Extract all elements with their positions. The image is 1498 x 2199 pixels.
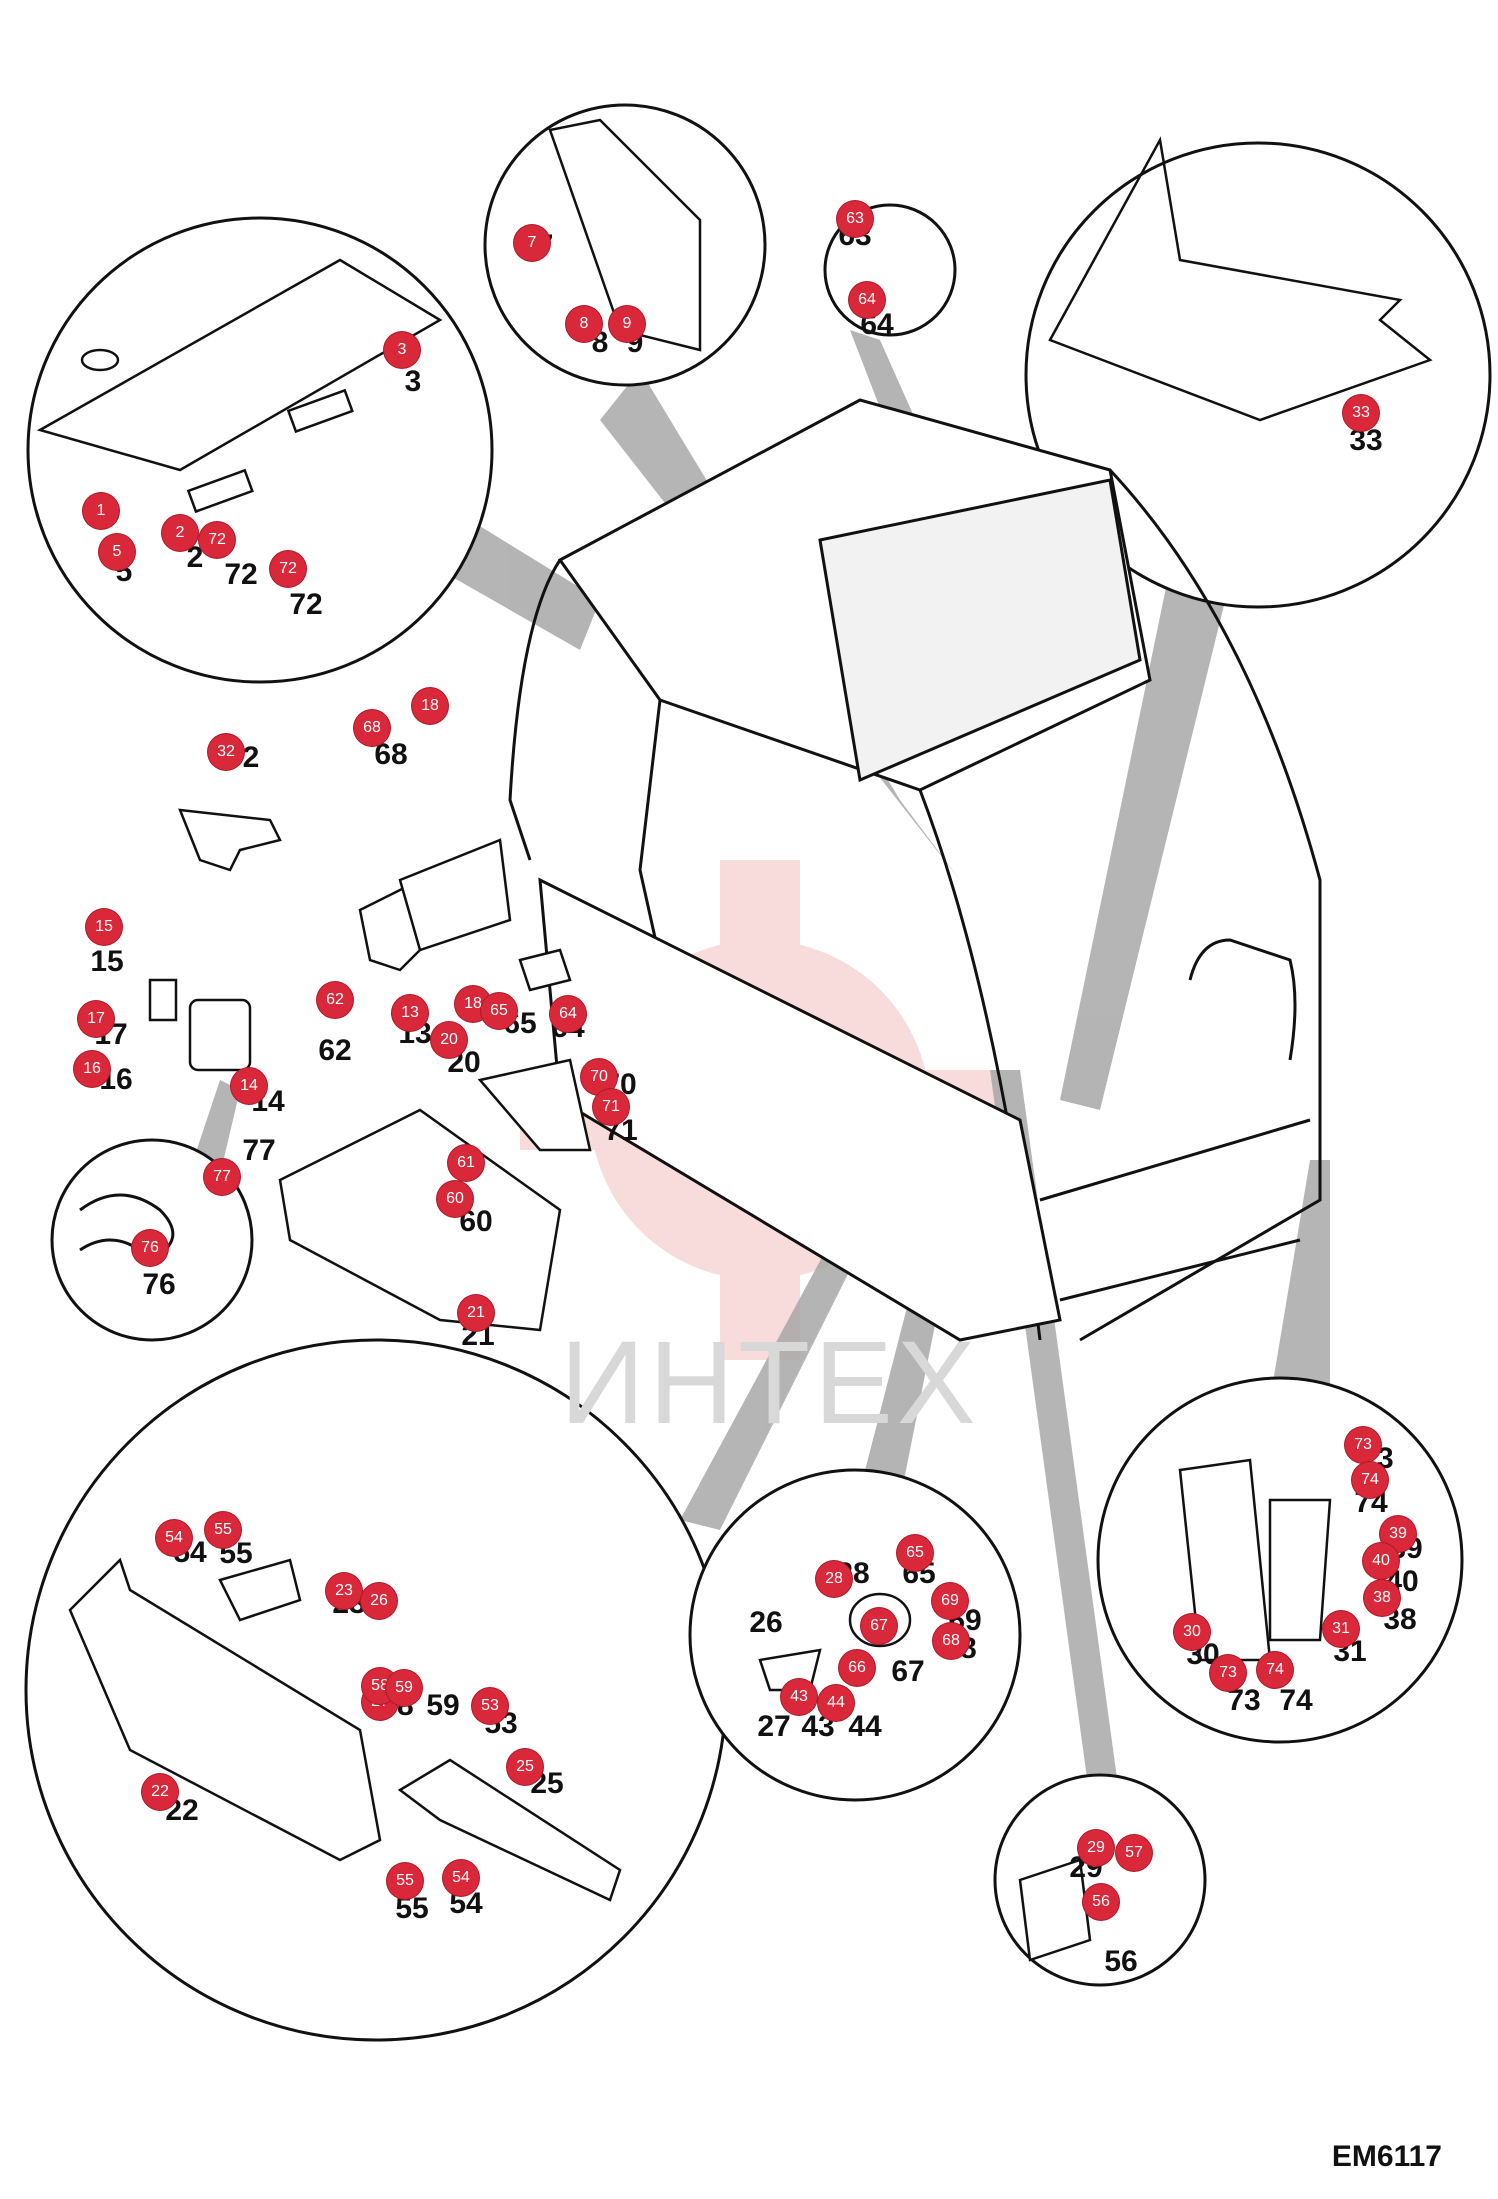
part-number-label: 72 [224,558,258,591]
part-number-label: 2 [242,741,260,774]
part-callout-1[interactable]: 1 [83,493,119,529]
part-callout-61[interactable]: 61 [448,1145,484,1181]
part-callout-21[interactable]: 21 [458,1295,494,1331]
part-callout-13[interactable]: 13 [392,995,428,1031]
part-callout-29[interactable]: 29 [1078,1830,1114,1866]
part-callout-64[interactable]: 64 [550,996,586,1032]
part-number-label: 77 [242,1134,276,1167]
cab-frame [508,398,1322,1342]
part-callout-55[interactable]: 55 [387,1863,423,1899]
part-callout-68[interactable]: 68 [354,710,390,746]
part-callout-59[interactable]: 59 [386,1670,422,1706]
part-callout-63[interactable]: 63 [837,201,873,237]
part-callout-23[interactable]: 23 [326,1573,362,1609]
watermark-text: ИНТЕХ [560,1317,980,1449]
part-callout-56[interactable]: 56 [1083,1884,1119,1920]
part-callout-30[interactable]: 30 [1174,1614,1210,1650]
part-number-label: 62 [318,1034,352,1067]
part-callout-76[interactable]: 76 [132,1230,168,1266]
part-callout-55[interactable]: 55 [205,1512,241,1548]
part-callout-17[interactable]: 17 [78,1001,114,1037]
part-callout-25[interactable]: 25 [507,1749,543,1785]
part-callout-5[interactable]: 5 [99,534,135,570]
part-callout-62[interactable]: 62 [317,982,353,1018]
part-callout-73[interactable]: 73 [1210,1655,1246,1691]
part-callout-39[interactable]: 39 [1380,1516,1416,1552]
part-callout-20[interactable]: 20 [431,1022,467,1058]
part-callout-68[interactable]: 68 [933,1623,969,1659]
part-callout-3[interactable]: 3 [384,332,420,368]
part-callout-72[interactable]: 72 [270,551,306,587]
part-callout-60[interactable]: 60 [437,1181,473,1217]
part-number-label: 44 [848,1710,882,1743]
part-callout-54[interactable]: 54 [443,1860,479,1896]
part-number-label: 59 [426,1689,460,1722]
part-callout-71[interactable]: 71 [593,1089,629,1125]
door-panel-detail [1178,1458,1332,1662]
part-callout-66[interactable]: 66 [839,1650,875,1686]
part-callout-53[interactable]: 53 [472,1688,508,1724]
part-callout-43[interactable]: 43 [781,1679,817,1715]
part-callout-32[interactable]: 32 [208,734,244,770]
loose-parts [148,808,592,1332]
roof-panel-detail [36,258,443,514]
floor-cover-detail [68,1557,622,1902]
part-callout-69[interactable]: 69 [932,1583,968,1619]
part-number-label: 76 [142,1268,176,1301]
part-callout-33[interactable]: 33 [1343,395,1379,431]
part-callout-65[interactable]: 65 [897,1535,933,1571]
part-callout-74[interactable]: 74 [1257,1652,1293,1688]
part-callout-2[interactable]: 2 [162,515,198,551]
part-callout-15[interactable]: 15 [86,909,122,945]
part-callout-54[interactable]: 54 [156,1520,192,1556]
part-number-label: 67 [891,1655,925,1688]
mat-detail [1048,136,1433,422]
part-number-label: 2 [186,541,204,574]
part-callout-67[interactable]: 67 [861,1608,897,1644]
part-number-label: 15 [90,945,124,978]
part-callout-77[interactable]: 77 [204,1159,240,1195]
part-number-label: 74 [1279,1684,1313,1717]
part-callout-57[interactable]: 57 [1116,1835,1152,1871]
side-plate-detail [548,118,702,352]
part-callout-9[interactable]: 9 [609,306,645,342]
part-number-label: 3 [404,365,422,398]
part-number-label: 27 [757,1710,791,1743]
drawing-code: EM6117 [1331,2140,1442,2173]
part-callout-64[interactable]: 64 [849,282,885,318]
bracket-detail [1018,1858,1092,1962]
part-number-label: 26 [749,1606,783,1639]
part-callout-8[interactable]: 8 [566,306,602,342]
part-callout-18[interactable]: 18 [412,688,448,724]
part-callout-73[interactable]: 73 [1345,1427,1381,1463]
part-callout-38[interactable]: 38 [1364,1580,1400,1616]
part-callout-22[interactable]: 22 [142,1774,178,1810]
part-callout-40[interactable]: 40 [1363,1543,1399,1579]
part-callout-28[interactable]: 28 [816,1561,852,1597]
part-callout-7[interactable]: 7 [514,225,550,261]
part-callout-65[interactable]: 65 [481,993,517,1029]
part-callout-16[interactable]: 16 [74,1051,110,1087]
part-callout-44[interactable]: 44 [818,1685,854,1721]
part-callout-31[interactable]: 31 [1323,1611,1359,1647]
part-number-label: 72 [289,588,323,621]
part-callout-74[interactable]: 74 [1352,1462,1388,1498]
part-callout-14[interactable]: 14 [231,1068,267,1104]
part-callout-26[interactable]: 26 [361,1583,397,1619]
part-number-label: 56 [1104,1945,1138,1978]
part-callout-72[interactable]: 72 [199,522,235,558]
